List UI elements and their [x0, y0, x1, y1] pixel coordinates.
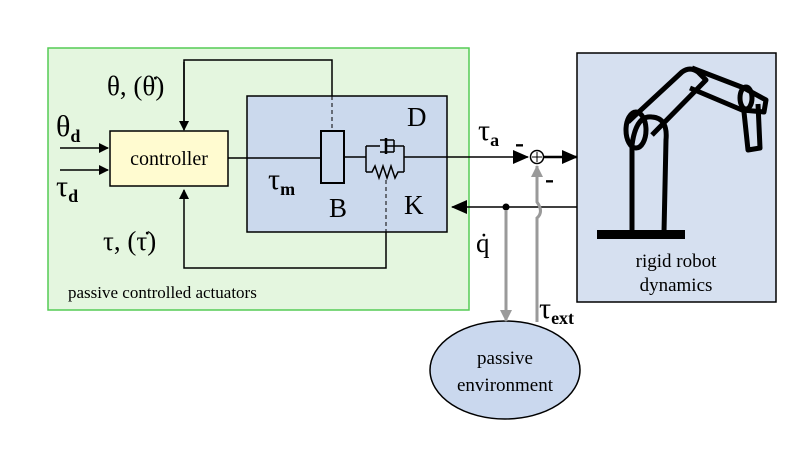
- robot-caption-line2: dynamics: [640, 275, 713, 296]
- environment-block: [429, 320, 581, 420]
- element-B-label: B: [329, 193, 347, 223]
- environment-line2: environment: [457, 375, 554, 396]
- tau-m-label: τm: [268, 163, 295, 199]
- sum-sign-left: -: [515, 128, 524, 158]
- spring-damper-icon: [365, 138, 405, 181]
- tau-ext-from-environment: [531, 165, 543, 322]
- robot-arm-icon: [597, 65, 769, 239]
- actuator-dynamics-block: [246, 95, 448, 233]
- actuators-caption: passive controlled actuators: [68, 283, 257, 302]
- environment-line1: passive: [477, 348, 533, 369]
- tau-d-label: τd: [56, 170, 78, 206]
- tau-ext-label: τext: [539, 292, 574, 328]
- element-D-label: D: [407, 102, 427, 132]
- controller-block: [109, 130, 229, 187]
- theta-d-label: θd: [56, 110, 80, 146]
- sum-sign-bottom: -: [545, 164, 554, 194]
- tau-feedback-label: τ, (τ̇): [103, 226, 156, 256]
- q-dot-label: q̇: [476, 228, 490, 258]
- tau-feedback-line: [179, 189, 387, 269]
- element-K-label: K: [404, 190, 424, 220]
- q-dot-pickoff: [502, 203, 510, 211]
- robot-caption-line1: rigid robot: [636, 251, 717, 272]
- inertia-B-box: [320, 130, 345, 184]
- controller-label: controller: [130, 148, 208, 170]
- theta-feedback-label: θ, (θ̇): [107, 71, 164, 101]
- tau-a-label: τa: [478, 114, 499, 150]
